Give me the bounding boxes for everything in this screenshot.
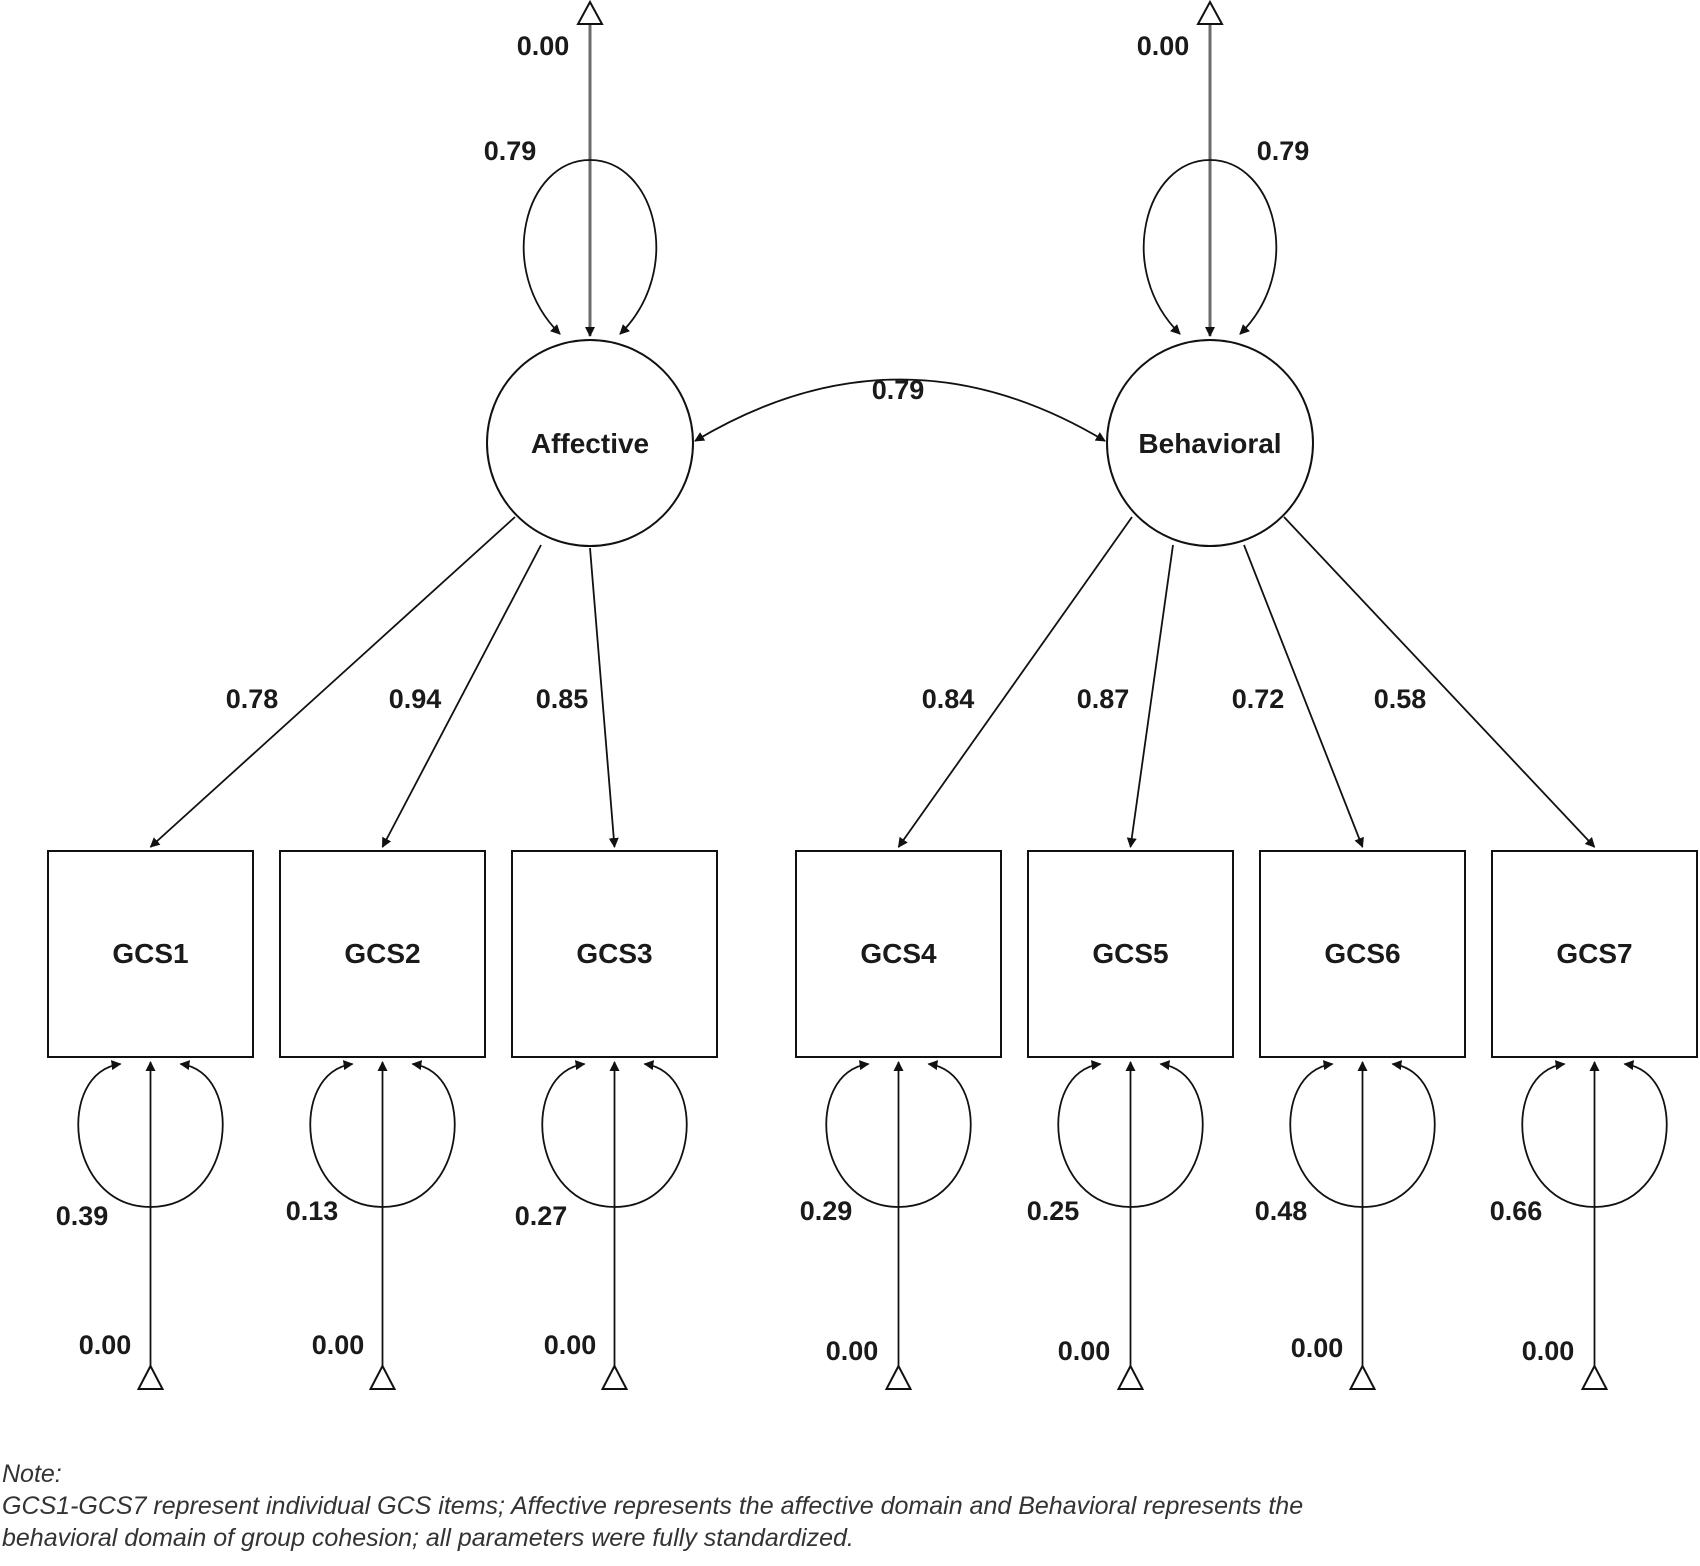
- affective-factor-node: [486, 339, 694, 547]
- gcs3-indicator-label: GCS3: [576, 938, 652, 969]
- gcs3-residual-value: 0.27: [515, 1201, 568, 1231]
- gcs1-loading-arrow: [149, 516, 516, 848]
- affective-mean-value: 0.00: [517, 31, 570, 61]
- behavioral-factor-node: [1106, 339, 1314, 547]
- gcs2-residual-value: 0.13: [286, 1196, 339, 1226]
- gcs1-mean-value: 0.00: [79, 1330, 132, 1360]
- factor-covariance-arc: [694, 378, 1106, 442]
- gcs6-mean-triangle: [1348, 1363, 1377, 1390]
- gcs6-loading-value: 0.72: [1232, 684, 1285, 714]
- gcs5-indicator-box: [1027, 850, 1234, 1058]
- gcs1-indicator-label: GCS1: [112, 938, 188, 969]
- gcs5-residual-value: 0.25: [1027, 1196, 1080, 1226]
- gcs7-mean-value: 0.00: [1522, 1336, 1575, 1366]
- behavioral-variance-loop: [1142, 159, 1278, 335]
- gcs2-indicator-box: [279, 850, 486, 1058]
- gcs5-mean-value: 0.00: [1058, 1336, 1111, 1366]
- gcs5-indicator-label: GCS5: [1092, 938, 1168, 969]
- gcs7-loading-arrow: [1283, 516, 1596, 848]
- behavioral-mean-value: 0.00: [1137, 31, 1190, 61]
- gcs4-mean-value: 0.00: [826, 1336, 879, 1366]
- gcs6-indicator-box: [1259, 850, 1466, 1058]
- gcs2-indicator-label: GCS2: [344, 938, 420, 969]
- affective-mean-triangle: [576, 0, 604, 25]
- gcs7-mean-triangle: [1580, 1363, 1609, 1390]
- gcs3-loading-value: 0.85: [536, 684, 589, 714]
- gcs1-residual-value: 0.39: [56, 1201, 109, 1231]
- affective-variance-value: 0.79: [484, 136, 537, 166]
- gcs6-indicator-label: GCS6: [1324, 938, 1400, 969]
- gcs4-residual-value: 0.29: [800, 1196, 853, 1226]
- gcs6-loading-arrow: [1243, 544, 1364, 848]
- gcs6-residual-value: 0.48: [1255, 1196, 1308, 1226]
- gcs4-mean-triangle: [884, 1363, 913, 1390]
- gcs4-loading-value: 0.84: [922, 684, 975, 714]
- gcs1-loading-value: 0.78: [226, 684, 279, 714]
- gcs3-indicator-box: [511, 850, 718, 1058]
- gcs7-residual-value: 0.66: [1490, 1196, 1543, 1226]
- gcs4-indicator-label: GCS4: [860, 938, 937, 969]
- gcs4-loading-arrow: [897, 516, 1133, 848]
- note-heading: Note:: [2, 1460, 62, 1488]
- factor-covariance-value: 0.79: [872, 375, 925, 405]
- gcs7-indicator-label: GCS7: [1556, 938, 1632, 969]
- gcs1-mean-triangle: [136, 1363, 165, 1390]
- note-line-1: GCS1-GCS7 represent individual GCS items…: [2, 1492, 1304, 1520]
- gcs7-loading-value: 0.58: [1374, 684, 1427, 714]
- sem-path-diagram: 0.000.79Affective0.000.79Behavioral0.79 …: [47, 0, 1698, 1390]
- gcs5-loading-arrow: [1126, 544, 1174, 848]
- behavioral-factor-label: Behavioral: [1138, 428, 1281, 459]
- note-line-2: behavioral domain of group cohesion; all…: [2, 1524, 854, 1552]
- figure-note: Note: GCS1-GCS7 represent individual GCS…: [2, 1458, 1692, 1554]
- gcs4-indicator-box: [795, 850, 1002, 1058]
- gcs3-mean-triangle: [600, 1363, 629, 1390]
- gcs7-indicator-box: [1491, 850, 1698, 1058]
- gcs2-mean-value: 0.00: [312, 1330, 365, 1360]
- gcs2-mean-triangle: [368, 1363, 397, 1390]
- gcs3-loading-arrow: [589, 547, 619, 848]
- gcs6-mean-value: 0.00: [1291, 1333, 1344, 1363]
- gcs2-loading-value: 0.94: [389, 684, 442, 714]
- gcs5-loading-value: 0.87: [1077, 684, 1130, 714]
- gcs1-indicator-box: [47, 850, 254, 1058]
- behavioral-variance-value: 0.79: [1257, 136, 1310, 166]
- affective-factor-label: Affective: [531, 428, 649, 459]
- behavioral-mean-triangle: [1196, 0, 1224, 25]
- gcs5-mean-triangle: [1116, 1363, 1145, 1390]
- affective-variance-loop: [522, 159, 658, 335]
- gcs3-mean-value: 0.00: [544, 1330, 597, 1360]
- gcs2-loading-arrow: [381, 544, 542, 848]
